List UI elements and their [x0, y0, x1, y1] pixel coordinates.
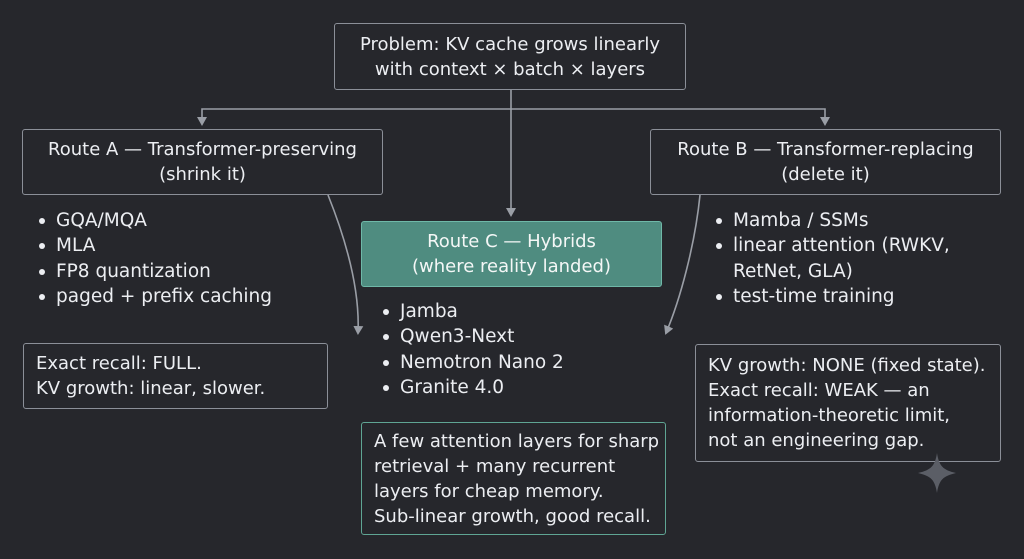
route-c-title: Route C — Hybrids: [427, 231, 596, 252]
route-a-subtitle: (shrink it): [159, 164, 246, 185]
list-item: Mamba / SSMs: [709, 208, 950, 233]
list-item: test-time training: [709, 284, 950, 309]
route-c-summary-line-1: A few attention layers for sharp: [374, 430, 660, 452]
list-item: MLA: [32, 233, 272, 258]
list-item: FP8 quantization: [32, 259, 272, 284]
list-item: Jamba: [376, 299, 564, 324]
route-c-model-list: Jamba Qwen3-Next Nemotron Nano 2 Granite…: [376, 299, 564, 400]
route-c-summary-line-3: layers for cheap memory.: [374, 480, 604, 502]
route-b-summary-line-2: Exact recall: WEAK — an: [708, 380, 930, 401]
tree-connector: [197, 89, 830, 335]
route-b-subtitle: (delete it): [781, 164, 870, 185]
route-a-box: Route A — Transformer-preserving (shrink…: [22, 129, 383, 195]
route-b-technique-list: Mamba / SSMs linear attention (RWKV, Ret…: [709, 208, 950, 309]
curve-route-b-to-hybrid: [664, 194, 701, 335]
arrow-to-route-b: [511, 108, 830, 126]
route-c-subtitle: (where reality landed): [412, 256, 611, 277]
route-b-summary-line-4: not an engineering gap.: [708, 430, 925, 451]
arrow-to-route-a: [197, 89, 512, 126]
route-c-box: Route C — Hybrids (where reality landed): [361, 221, 662, 287]
route-b-box: Route B — Transformer-replacing (delete …: [650, 129, 1001, 195]
route-b-summary-line-3: information-theoretic limit,: [708, 405, 951, 426]
list-item: Nemotron Nano 2: [376, 350, 564, 375]
route-a-summary-box: Exact recall: FULL. KV growth: linear, s…: [23, 343, 328, 409]
list-item: Qwen3-Next: [376, 324, 564, 349]
list-item: Granite 4.0: [376, 375, 564, 400]
list-item: GQA/MQA: [32, 208, 272, 233]
list-item: linear attention (RWKV,: [709, 233, 950, 258]
route-b-summary-line-1: KV growth: NONE (fixed state).: [708, 355, 986, 376]
route-a-summary-line-2: KV growth: linear, slower.: [36, 378, 266, 399]
list-item-continuation: RetNet, GLA): [733, 260, 853, 282]
problem-box: Problem: KV cache grows linearly with co…: [334, 23, 686, 90]
sparkle-icon: [918, 453, 956, 493]
route-a-title: Route A — Transformer-preserving: [48, 139, 357, 160]
route-c-summary-line-2: retrieval + many recurrent: [374, 455, 616, 477]
route-a-summary-line-1: Exact recall: FULL.: [36, 353, 202, 374]
problem-line-2: with context × batch × layers: [374, 58, 646, 80]
list-item: paged + prefix caching: [32, 284, 272, 309]
problem-line-1: Problem: KV cache grows linearly: [359, 33, 661, 55]
curve-route-a-to-hybrid: [327, 194, 364, 335]
route-b-summary-box: KV growth: NONE (fixed state). Exact rec…: [695, 344, 1001, 462]
route-a-technique-list: GQA/MQA MLA FP8 quantization paged + pre…: [32, 208, 272, 309]
route-c-summary-line-4: Sub-linear growth, good recall.: [374, 505, 651, 527]
route-b-title: Route B — Transformer-replacing: [677, 139, 974, 160]
route-c-summary-box: A few attention layers for sharp retriev…: [361, 422, 666, 535]
